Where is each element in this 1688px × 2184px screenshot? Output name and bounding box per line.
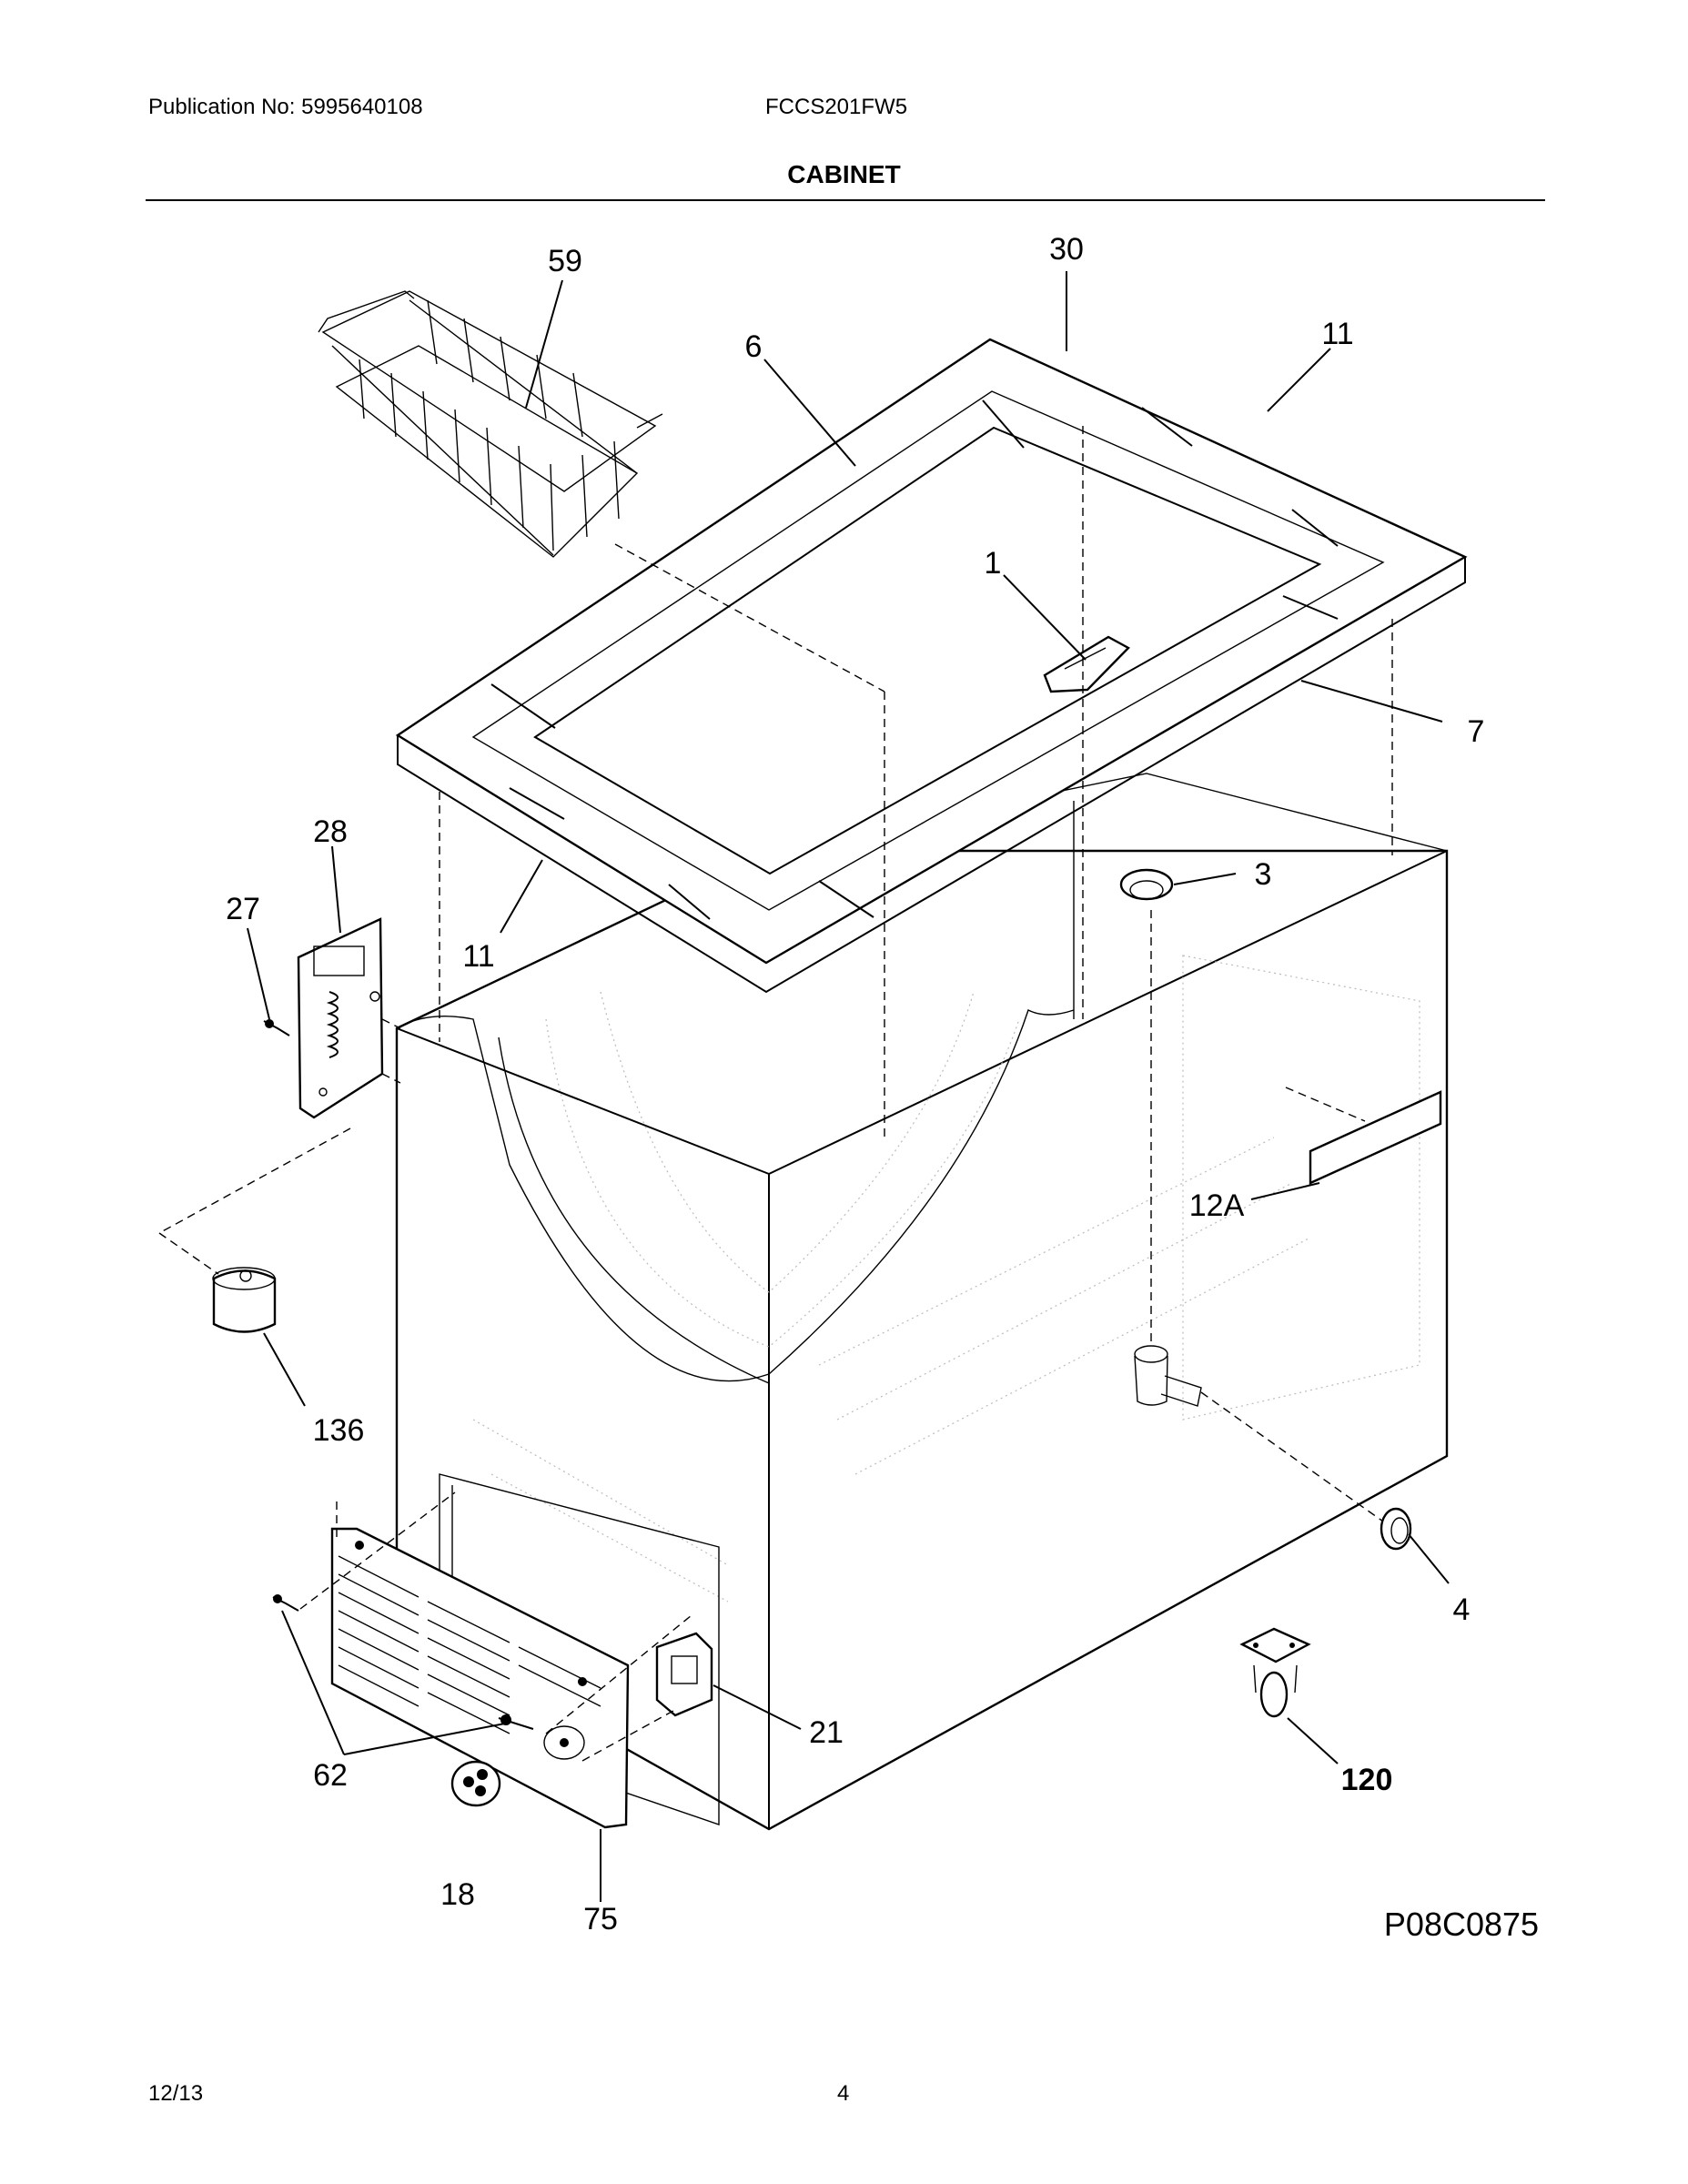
callout-1: 1 [985, 546, 1002, 581]
callout-120: 120 [1341, 1763, 1393, 1797]
callout-30: 30 [1049, 232, 1084, 267]
callout-136: 136 [313, 1413, 365, 1448]
callout-12A: 12A [1189, 1188, 1245, 1223]
diagram-code: P08C0875 [1384, 1906, 1539, 1943]
grille-screws [272, 1594, 534, 1730]
basket [318, 290, 663, 558]
drain-tube [1134, 1345, 1202, 1407]
publication-number: Publication No: 5995640108 [148, 95, 423, 119]
callout-28: 28 [313, 814, 348, 849]
lid-gasket-frame [395, 338, 1468, 994]
section-title: CABINET [787, 160, 901, 188]
callout-11-top: 11 [1321, 317, 1353, 351]
callout-6: 6 [745, 329, 763, 364]
callout-75: 75 [583, 1902, 618, 1936]
callout-62: 62 [313, 1758, 348, 1793]
hinge-screw [263, 1019, 290, 1036]
model-number: FCCS201FW5 [765, 95, 908, 119]
control-box [655, 1632, 713, 1717]
callout-21: 21 [809, 1715, 844, 1750]
rear-grille [330, 1527, 630, 1829]
callout-leaders [247, 271, 1450, 1902]
caster [1239, 1627, 1311, 1718]
callout-27: 27 [226, 892, 260, 926]
hinge [297, 917, 384, 1119]
callout-59: 59 [548, 244, 582, 278]
assembly-dashed-lines [158, 426, 1393, 1762]
callout-18: 18 [440, 1877, 475, 1912]
thermostat-knob [450, 1760, 501, 1807]
drain-cap [1380, 1507, 1412, 1551]
temperature-label [1309, 1090, 1442, 1185]
callout-3: 3 [1255, 857, 1272, 892]
callout-labels: 59 30 11 6 1 7 28 27 11 3 12A 136 4 120 … [226, 232, 1539, 1943]
page-number: 4 [837, 2081, 850, 2106]
callout-11-bottom: 11 [462, 939, 494, 974]
drain-plug [1119, 868, 1174, 901]
hinge-bumper [212, 1267, 277, 1333]
callout-7: 7 [1468, 714, 1485, 749]
header-rule [146, 199, 1545, 201]
footer-date: 12/13 [148, 2081, 204, 2106]
callout-4: 4 [1453, 1592, 1471, 1627]
